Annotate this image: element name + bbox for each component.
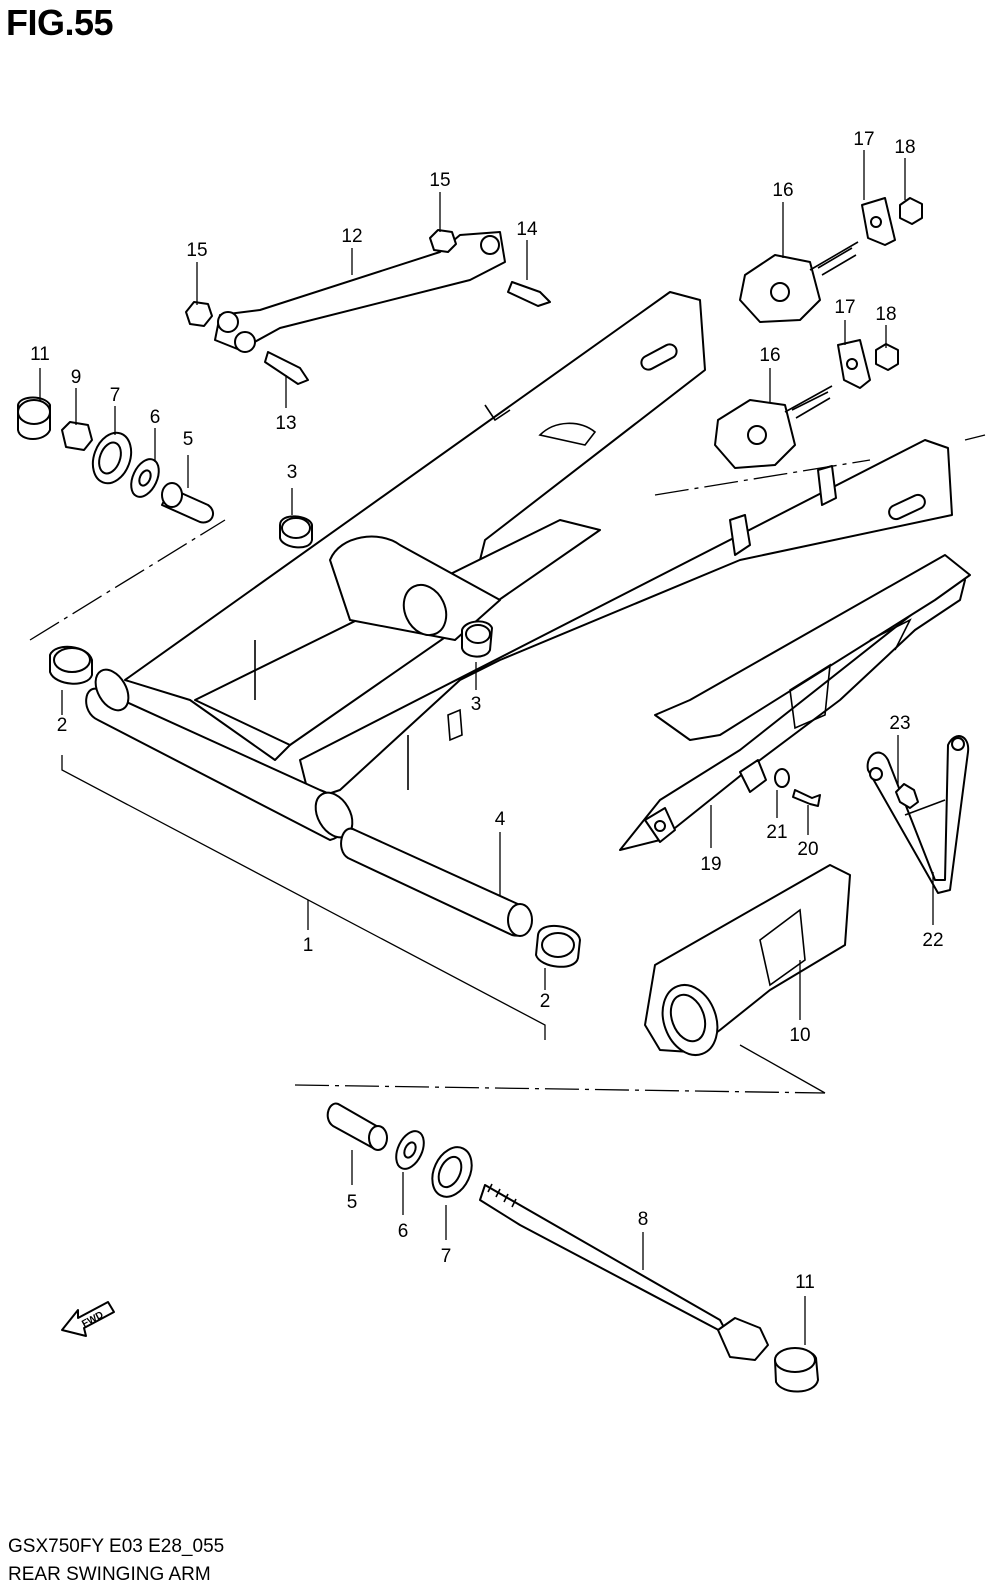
- adjuster-16-upper: [739, 241, 859, 323]
- swing-arm-frame: [85, 291, 953, 841]
- leader-lines: [39, 150, 934, 1345]
- torque-link: [214, 231, 506, 353]
- chain-case-19: [619, 554, 971, 851]
- bolt-13: [264, 351, 309, 385]
- callout-5: 5: [347, 1192, 358, 1213]
- bearing-2-right: [535, 924, 581, 968]
- callout-18: 18: [875, 304, 896, 325]
- bolt-14: [507, 281, 551, 307]
- cap-11-left: [17, 396, 51, 440]
- callout-labels: 1 2 2 3 3 4 5 5 6 6 7 7 8 9 10 11 11 12 …: [30, 129, 943, 1293]
- callout-16: 16: [772, 180, 793, 201]
- callout-10: 10: [789, 1025, 810, 1046]
- callout-14: 14: [516, 219, 538, 240]
- bearing-7-lower: [431, 1146, 473, 1198]
- nut-18-upper: [899, 197, 923, 225]
- callout-3: 3: [471, 694, 482, 715]
- washer-6-left: [130, 458, 160, 498]
- nut-15-left: [185, 301, 213, 327]
- pivot-spacer-4: [340, 827, 533, 937]
- callout-20: 20: [797, 839, 818, 860]
- callout-2: 2: [540, 991, 551, 1012]
- callout-12: 12: [341, 226, 362, 247]
- bearing-7-left: [91, 431, 133, 485]
- spacer-5-lower: [326, 1102, 388, 1151]
- plate-17-lower: [837, 339, 871, 389]
- callout-18: 18: [894, 137, 915, 158]
- cap-11-lower: [774, 1347, 819, 1393]
- screw-20: [792, 789, 821, 807]
- washer-6-lower: [395, 1130, 425, 1170]
- callout-15: 15: [429, 170, 450, 191]
- washer-21: [774, 768, 790, 788]
- adjuster-16-lower: [714, 385, 833, 469]
- callout-4: 4: [495, 809, 506, 830]
- spacer-5-left: [161, 482, 215, 524]
- plate-17-upper: [861, 197, 896, 246]
- bearing-2-left: [49, 645, 93, 685]
- section-name: REAR SWINGING ARM: [8, 1564, 211, 1585]
- callout-15: 15: [186, 240, 207, 261]
- nut-15-upper: [429, 229, 457, 253]
- nut-18-lower: [875, 343, 899, 371]
- assembly-reference-lines: [29, 434, 986, 1094]
- callout-22: 22: [922, 930, 943, 951]
- callout-1: 1: [303, 935, 314, 956]
- figure-title: FIG.55: [6, 2, 114, 43]
- bushing-3-upper: [279, 515, 313, 549]
- callout-21: 21: [766, 822, 787, 843]
- callout-19: 19: [700, 854, 721, 875]
- chain-guide-10: [644, 864, 851, 1056]
- callout-23: 23: [889, 713, 910, 734]
- callout-17: 17: [834, 297, 855, 318]
- nut-9-left: [61, 421, 93, 451]
- callout-7: 7: [110, 385, 121, 406]
- callout-2: 2: [57, 715, 68, 736]
- callout-11: 11: [795, 1272, 815, 1293]
- callout-9: 9: [71, 367, 82, 388]
- callout-11: 11: [30, 344, 50, 365]
- callout-8: 8: [638, 1209, 649, 1230]
- bolt-23: [895, 783, 919, 809]
- forward-direction-arrow: FWD: [61, 1301, 115, 1337]
- callout-3: 3: [287, 462, 298, 483]
- callout-7: 7: [441, 1246, 452, 1267]
- callout-6: 6: [150, 407, 161, 428]
- callout-17: 17: [853, 129, 874, 150]
- bushing-3-lower: [461, 620, 493, 658]
- bracket-22: [866, 735, 970, 894]
- callout-13: 13: [275, 413, 296, 434]
- callout-16: 16: [759, 345, 780, 366]
- callout-6: 6: [398, 1221, 409, 1242]
- pivot-shaft-8: [479, 1183, 769, 1361]
- fwd-label: FWD: [80, 1310, 105, 1330]
- callout-5: 5: [183, 429, 194, 450]
- model-code: GSX750FY E03 E28_055: [8, 1536, 225, 1557]
